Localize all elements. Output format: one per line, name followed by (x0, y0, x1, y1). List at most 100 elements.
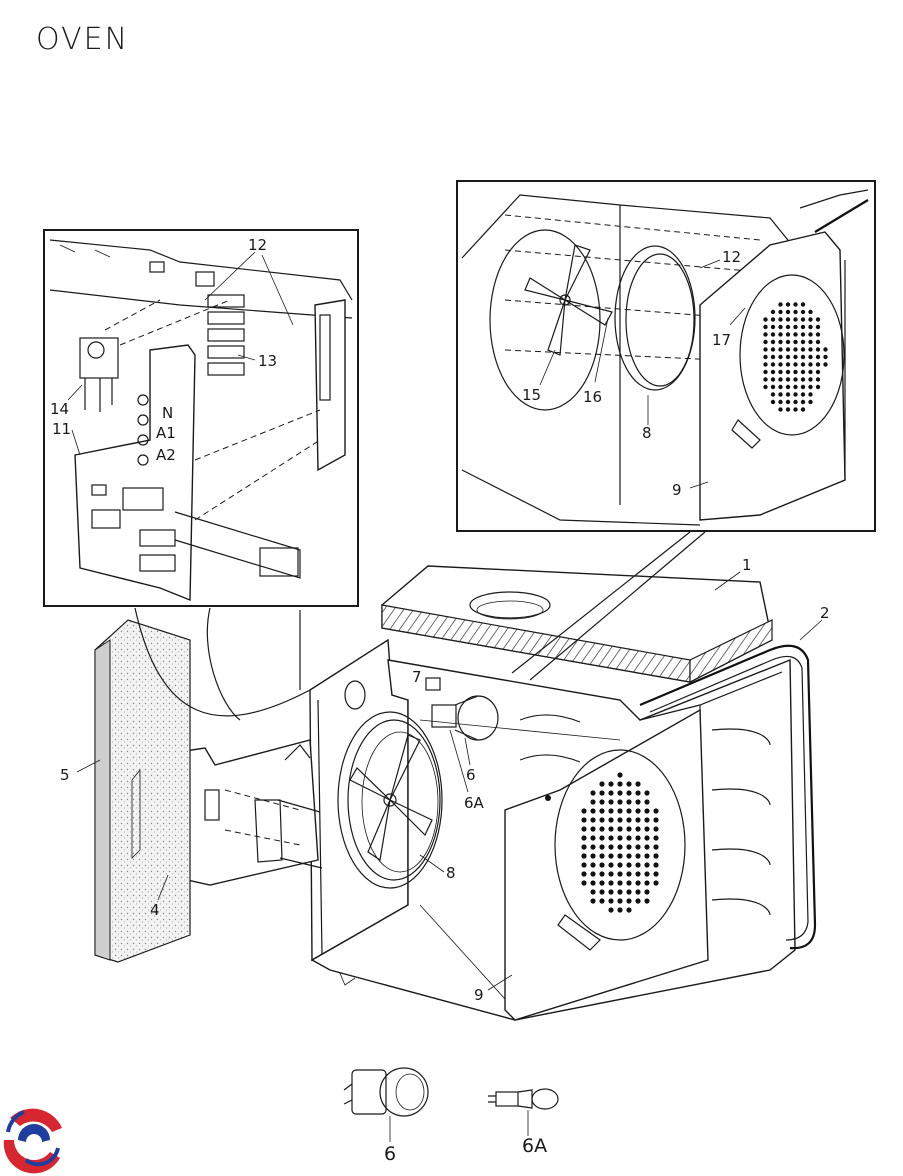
grille-hole (763, 317, 768, 322)
grille-hole (815, 362, 821, 367)
grille-hole (815, 369, 821, 375)
grille-hole (608, 835, 614, 841)
grille-hole (599, 826, 605, 832)
grille-hole (808, 317, 813, 322)
grille-hole (581, 808, 587, 814)
grille-hole (793, 392, 798, 397)
grille-hole (626, 871, 632, 877)
magnifier-outline (134, 607, 311, 717)
grille-hole (653, 880, 659, 886)
grille-hole (785, 399, 791, 405)
grille-hole (617, 907, 623, 913)
label-6A-main: 6A (464, 794, 485, 812)
grille-hole (770, 317, 776, 322)
grille-hole (800, 332, 806, 337)
grille-hole (808, 377, 813, 382)
label-5: 5 (60, 766, 70, 784)
grille-hole (653, 808, 659, 814)
right-inset: 12 17 15 16 8 9 (456, 180, 876, 532)
grille-hole (778, 369, 783, 375)
grille-hole (770, 399, 776, 405)
marking-a2: A2 (156, 446, 176, 464)
marking-n: N (162, 404, 173, 422)
label-14: 14 (50, 400, 69, 418)
label-6-bottom: 6 (384, 1143, 396, 1165)
grille-hole (608, 808, 614, 814)
grille-hole (815, 332, 821, 337)
grille-hole (800, 302, 806, 307)
grille-hole (599, 862, 605, 868)
grille-hole (785, 369, 791, 375)
grille-hole (785, 302, 791, 307)
grille-hole (635, 835, 641, 841)
grille-hole (770, 324, 776, 330)
grille-hole (793, 399, 798, 405)
grille-hole (608, 799, 614, 805)
grille-hole (617, 790, 623, 796)
grille-hole (785, 362, 791, 367)
grille-hole (626, 781, 632, 787)
grille-hole (770, 332, 776, 337)
grille-hole (763, 339, 768, 345)
grille-hole (644, 898, 650, 904)
grille-hole (626, 799, 632, 805)
grille-hole (778, 384, 783, 390)
grille-hole (581, 826, 587, 832)
grille-hole (635, 889, 641, 895)
grille-hole (763, 332, 768, 337)
grille-hole (626, 790, 632, 796)
switch-plate (74, 344, 301, 602)
grille-hole (793, 362, 798, 367)
grille-hole (763, 362, 768, 367)
grille-hole (653, 844, 659, 850)
grille-hole (644, 889, 650, 895)
grille-hole (770, 377, 776, 382)
grille-hole (793, 332, 798, 337)
grille-hole (800, 354, 806, 360)
grille-hole (590, 844, 596, 850)
grille-hole (644, 862, 650, 868)
grille-hole (617, 826, 623, 832)
motor-bracket (157, 739, 323, 886)
grille-hole (793, 309, 798, 315)
grille-hole (590, 880, 596, 886)
grille-hole (763, 354, 768, 360)
grille-hole (785, 309, 791, 315)
grille-hole (626, 808, 632, 814)
grille-hole (785, 339, 791, 345)
grille-hole (626, 835, 632, 841)
grille-hole (793, 339, 798, 345)
brand-logo-icon (2, 1108, 66, 1174)
grille-hole (599, 853, 605, 859)
grille-hole (785, 347, 791, 352)
grille-hole (778, 347, 783, 352)
grille-hole (778, 362, 783, 367)
grille-hole (617, 844, 623, 850)
grille-hole (793, 377, 798, 382)
label-6A-bottom: 6A (522, 1135, 547, 1157)
grille-hole (808, 392, 813, 397)
grille-hole (617, 853, 623, 859)
grille-hole (763, 324, 768, 330)
grille-hole (823, 354, 828, 360)
grille-hole (815, 354, 821, 360)
grille-hole (778, 332, 783, 337)
grille-hole (770, 354, 776, 360)
label-9-inset: 9 (672, 481, 682, 499)
grille-hole (785, 324, 791, 330)
grille-hole (785, 332, 791, 337)
grille-hole (581, 871, 587, 877)
marking-a1: A1 (156, 424, 176, 442)
grille-hole (608, 907, 614, 913)
page-title: OVEN (36, 22, 130, 57)
grille-hole (763, 347, 768, 352)
grille-hole (635, 871, 641, 877)
grille-hole (590, 889, 596, 895)
grille-hole (800, 362, 806, 367)
grille-hole (785, 407, 791, 412)
grille-hole (770, 339, 776, 345)
grille-hole (608, 817, 614, 823)
top-insulation (381, 565, 773, 683)
grille-hole (785, 384, 791, 390)
